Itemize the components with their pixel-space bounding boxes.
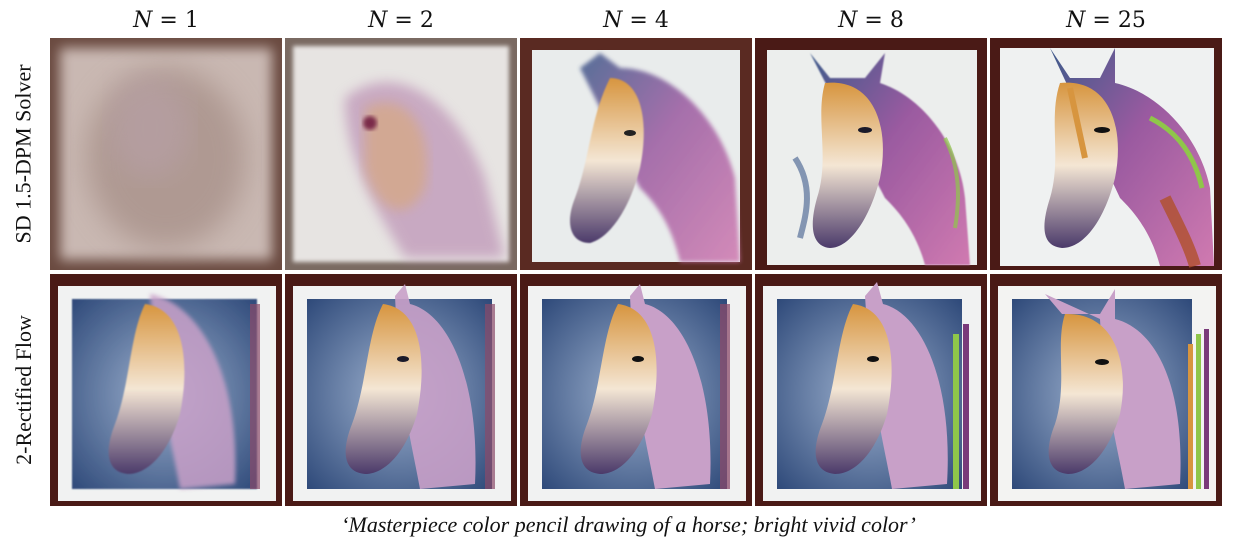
horse-drawing-image bbox=[285, 38, 517, 270]
horse-drawing-image bbox=[285, 274, 517, 506]
image-sd15-n4 bbox=[520, 38, 752, 270]
image-rectified-n2 bbox=[285, 274, 517, 506]
row-label-sd15: SD 1.5-DPM Solver bbox=[11, 64, 37, 244]
column-header-n4: N = 4 bbox=[603, 8, 669, 33]
horse-drawing-image bbox=[520, 38, 752, 270]
image-sd15-n25 bbox=[990, 38, 1222, 270]
image-sd15-n1 bbox=[50, 38, 282, 270]
row-label-rectified-flow: 2-Rectified Flow bbox=[11, 315, 37, 465]
column-header-n2: N = 2 bbox=[368, 8, 434, 33]
image-rectified-n25 bbox=[990, 274, 1222, 506]
image-rectified-n1 bbox=[50, 274, 282, 506]
image-sd15-n2 bbox=[285, 38, 517, 270]
figure-caption: ‘Masterpiece color pencil drawing of a h… bbox=[341, 512, 916, 537]
horse-drawing-image bbox=[50, 274, 282, 506]
image-rectified-n8 bbox=[755, 274, 987, 506]
horse-drawing-image bbox=[990, 274, 1222, 506]
horse-drawing-image bbox=[755, 274, 987, 506]
column-header-n25: N = 25 bbox=[1066, 8, 1146, 33]
column-header-n8: N = 8 bbox=[838, 8, 904, 33]
horse-drawing-image bbox=[520, 274, 752, 506]
horse-drawing-image bbox=[755, 38, 987, 270]
horse-drawing-image bbox=[50, 38, 282, 270]
column-header-n1: N = 1 bbox=[133, 8, 199, 33]
image-rectified-n4 bbox=[520, 274, 752, 506]
horse-drawing-image bbox=[990, 38, 1222, 270]
image-sd15-n8 bbox=[755, 38, 987, 270]
